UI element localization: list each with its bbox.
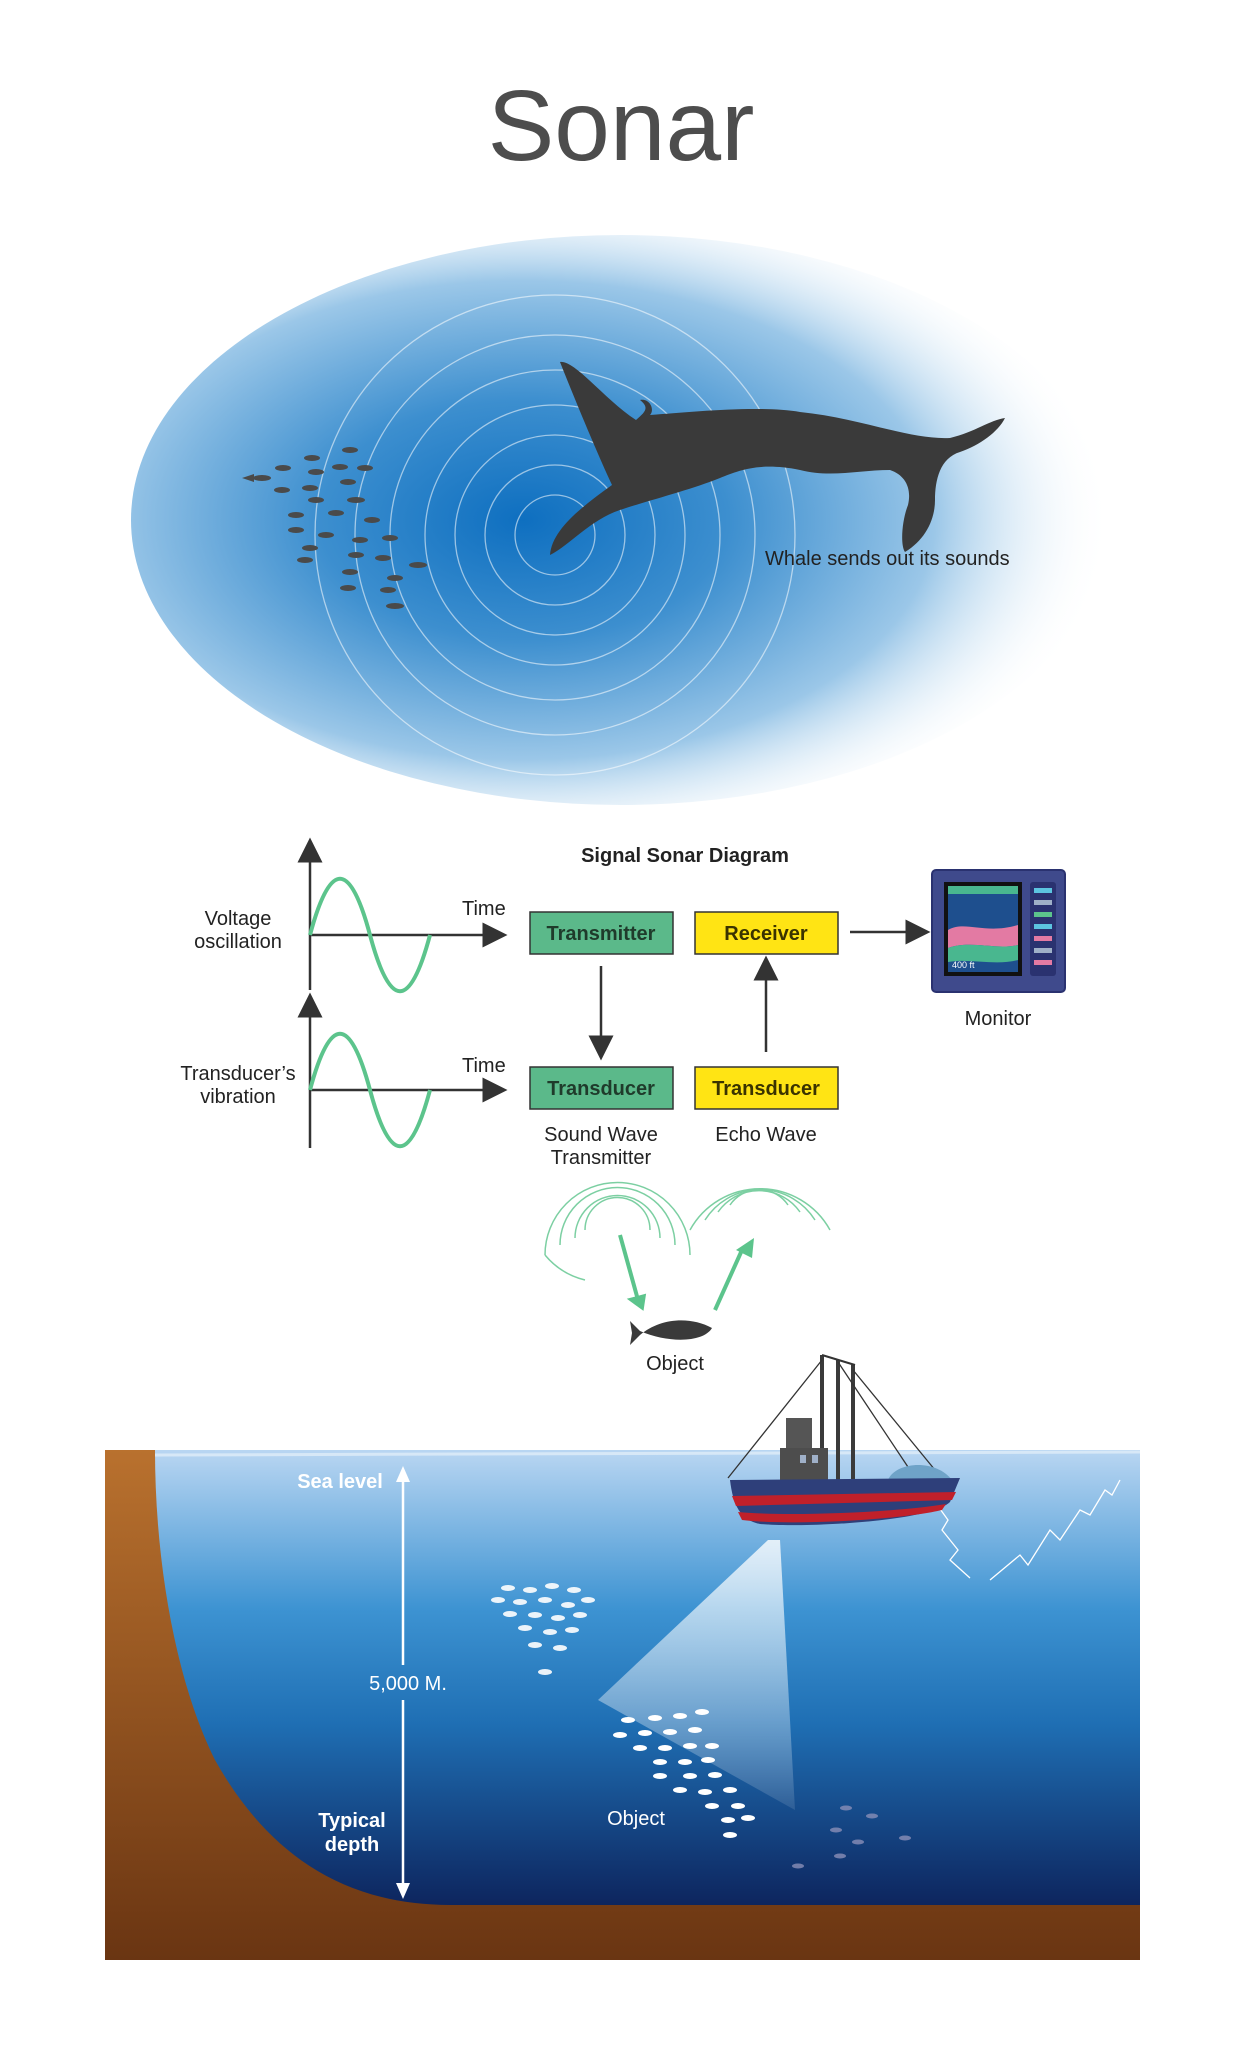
transducer-right-label: Transducer: [712, 1078, 820, 1100]
time-label-2: Time: [462, 1055, 506, 1077]
vibration-wave: [308, 1031, 432, 1149]
monitor-icon: 400 ft: [931, 869, 1066, 993]
emitted-arrow-head: [626, 1293, 647, 1311]
sound-wave-caption-2: Transmitter: [551, 1147, 652, 1169]
object-caption: Object: [646, 1353, 704, 1375]
monitor-caption: Monitor: [965, 1008, 1032, 1030]
ocean-section: Sea level 5,000 M. Typical depth Object: [105, 1354, 1141, 1960]
voltage-wave: [308, 876, 432, 994]
fish-school-gray: [242, 447, 427, 609]
fish-school-upper: [491, 1583, 595, 1675]
sea-level-label: Sea level: [297, 1471, 383, 1493]
echo-arrow: [713, 1249, 744, 1311]
object-fish-icon: [630, 1320, 712, 1345]
sound-field-glow: [131, 235, 1111, 805]
voltage-label-1: Voltage: [205, 908, 272, 930]
fish-school-deep: [792, 1805, 911, 1869]
whale-section: Whale sends out its sounds: [131, 235, 1111, 805]
voltage-graph: Voltage oscillation Time: [194, 837, 508, 994]
transducer-left-box: Transducer: [529, 1066, 674, 1110]
emitted-arrow: [618, 1234, 640, 1301]
sonar-zigzag: [929, 1479, 1121, 1581]
receiver-label: Receiver: [724, 923, 808, 945]
ocean-object-label: Object: [607, 1808, 665, 1830]
ocean-surface: [154, 1450, 1141, 1457]
transmitter-label: Transmitter: [547, 923, 656, 945]
whale-caption: Whale sends out its sounds: [765, 548, 1010, 570]
transducer-right-box: Transducer: [694, 1066, 839, 1110]
sound-wave-caption-1: Sound Wave: [544, 1124, 658, 1146]
vibration-label-1: Transducer’s: [180, 1063, 295, 1085]
time-label-1: Time: [462, 898, 506, 920]
vibration-label-2: vibration: [200, 1086, 276, 1108]
signal-diagram: Signal Sonar Diagram Voltage oscillation…: [180, 837, 1066, 1375]
whale-icon: [550, 361, 1005, 555]
receiver-box: Receiver: [694, 911, 839, 955]
transducer-graph: Transducer’s vibration Time: [180, 992, 508, 1149]
echo-arrow-head: [736, 1238, 754, 1258]
voltage-label-2: oscillation: [194, 931, 282, 953]
page-title: Sonar: [488, 70, 755, 182]
transducer-left-label: Transducer: [547, 1078, 655, 1100]
fishing-boat-icon: [727, 1354, 960, 1526]
depth-value-label: 5,000 M.: [369, 1673, 447, 1695]
diagram-heading: Signal Sonar Diagram: [581, 845, 789, 867]
sonar-beam: [598, 1540, 795, 1810]
echo-wave-icon: [689, 1188, 831, 1231]
typical-depth-label-1: Typical: [318, 1810, 385, 1832]
typical-depth-label-2: depth: [325, 1834, 379, 1856]
fish-school-lower: [613, 1709, 755, 1838]
depth-arrow: [396, 1466, 410, 1899]
monitor-screen-label: 400 ft: [952, 960, 975, 970]
transmitter-box: Transmitter: [529, 911, 674, 955]
emitted-wave-icon: [544, 1181, 691, 1281]
echo-wave-caption: Echo Wave: [715, 1124, 817, 1146]
